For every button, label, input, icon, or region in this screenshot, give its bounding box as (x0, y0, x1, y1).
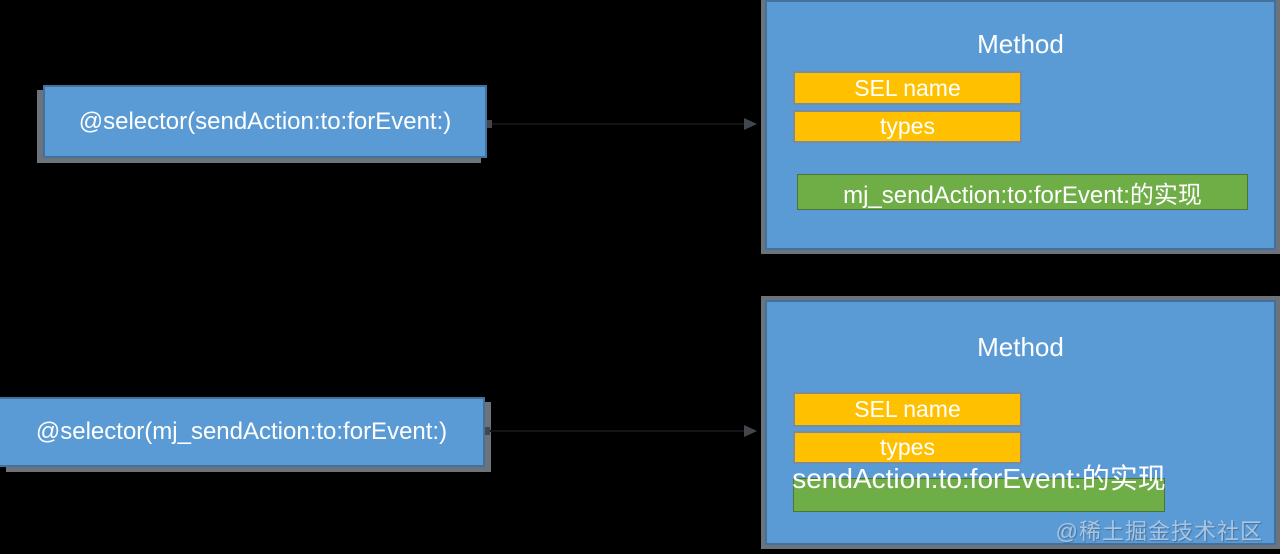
method-card-title: Method (977, 332, 1064, 362)
sel-name-field: SEL name (793, 71, 1022, 105)
arrow-right-icon (744, 425, 757, 437)
connector-line (486, 430, 744, 432)
watermark: @稀土掘金技术社区 (1055, 519, 1263, 544)
selector-box-label: @selector(sendAction:to:forEvent:) (78, 107, 452, 135)
selector-box-label: @selector(mj_sendAction:to:forEvent:) (35, 418, 448, 445)
arrow-right-icon (744, 118, 757, 130)
method-card-swizzled: Method SEL name types mj_sendAction:to:f… (761, 0, 1280, 254)
selector-box-mj-send-action: @selector(mj_sendAction:to:forEvent:) (0, 397, 485, 467)
implementation-box: mj_sendAction:to:forEvent:的实现 (797, 174, 1248, 210)
connector-tail (487, 120, 492, 128)
sel-name-field: SEL name (793, 392, 1022, 427)
method-card-title: Method (977, 29, 1064, 59)
types-field: types (793, 110, 1022, 143)
sel-name-field-label: SEL name (854, 396, 961, 422)
connector-tail (485, 427, 490, 435)
selector-box-send-action: @selector(sendAction:to:forEvent:) (43, 85, 487, 158)
types-field-label: types (880, 434, 935, 460)
method-card-original: Method SEL name types sendAction:to:forE… (761, 296, 1280, 549)
sel-name-field-label: SEL name (854, 74, 961, 101)
implementation-box (793, 478, 1165, 512)
implementation-label: sendAction:to:forEvent:的实现 (792, 463, 1166, 494)
types-field-label: types (880, 113, 935, 139)
types-field: types (793, 431, 1022, 464)
implementation-label: mj_sendAction:to:forEvent:的实现 (843, 181, 1202, 209)
connector-line (488, 123, 744, 125)
